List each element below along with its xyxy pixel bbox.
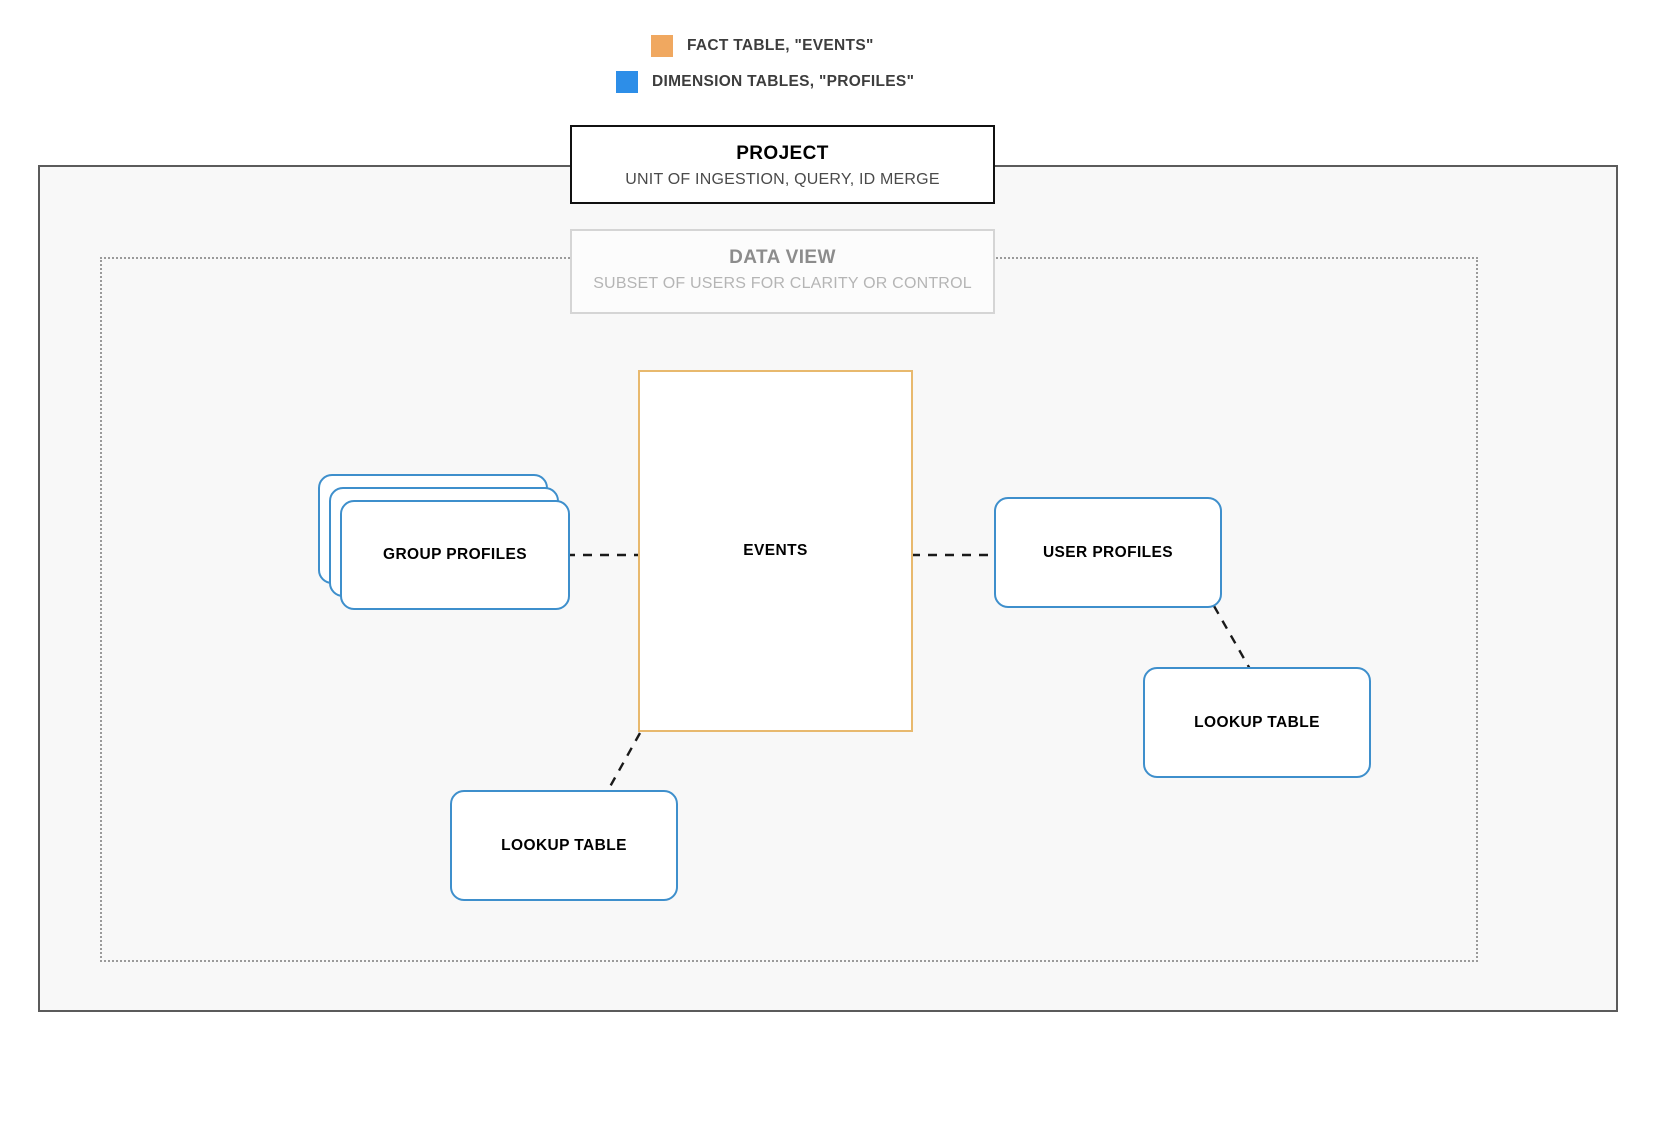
data-view-title: DATA VIEW xyxy=(729,247,836,268)
legend-item-fact-table: FACT TABLE, "EVENTS" xyxy=(651,35,874,57)
node-events[interactable]: EVENTS xyxy=(638,370,913,732)
legend-item-label: DIMENSION TABLES, "PROFILES" xyxy=(652,73,915,90)
data-view-subtitle: SUBSET OF USERS FOR CLARITY OR CONTROL xyxy=(593,275,972,292)
node-lookup-table-right-label: LOOKUP TABLE xyxy=(1194,713,1320,731)
project-header-card: PROJECT UNIT OF INGESTION, QUERY, ID MER… xyxy=(570,125,995,204)
legend-item-dimension-tables: DIMENSION TABLES, "PROFILES" xyxy=(616,71,914,93)
square-swatch-icon xyxy=(616,71,638,93)
node-lookup-table-right[interactable]: LOOKUP TABLE xyxy=(1143,667,1371,778)
node-group-profiles[interactable]: GROUP PROFILES xyxy=(318,474,570,610)
node-lookup-table-left-label: LOOKUP TABLE xyxy=(501,836,627,854)
project-subtitle: UNIT OF INGESTION, QUERY, ID MERGE xyxy=(625,171,940,188)
legend-item-label: FACT TABLE, "EVENTS" xyxy=(687,37,874,54)
node-events-label: EVENTS xyxy=(743,542,808,559)
node-user-profiles-label: USER PROFILES xyxy=(1042,543,1174,561)
project-title: PROJECT xyxy=(736,143,829,164)
node-group-profiles-card-front[interactable]: GROUP PROFILES xyxy=(340,500,570,610)
node-group-profiles-label: GROUP PROFILES xyxy=(383,546,527,563)
node-lookup-table-left[interactable]: LOOKUP TABLE xyxy=(450,790,678,901)
node-user-profiles[interactable]: USER PROFILES xyxy=(994,497,1222,608)
square-swatch-icon xyxy=(651,35,673,57)
data-view-header-card: DATA VIEW SUBSET OF USERS FOR CLARITY OR… xyxy=(570,229,995,314)
